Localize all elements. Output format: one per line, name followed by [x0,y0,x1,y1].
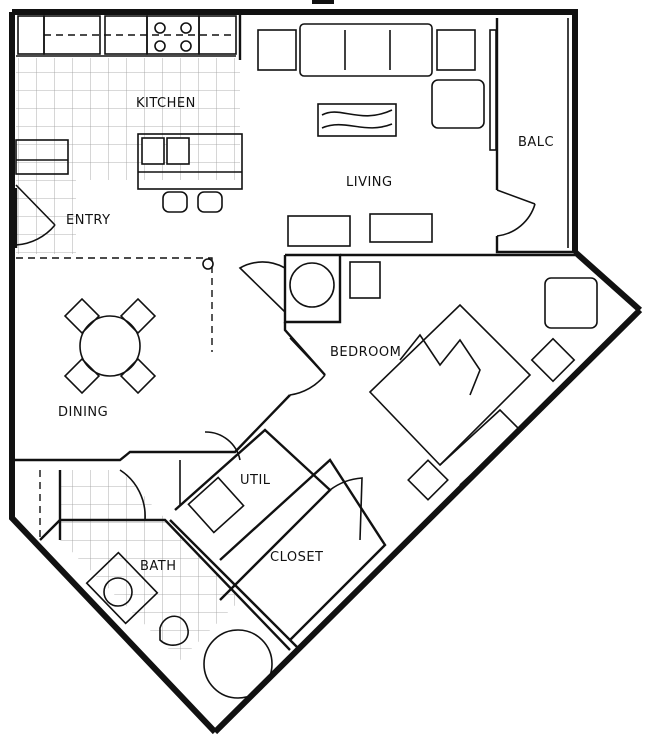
room-label-bedroom: BEDROOM [330,345,401,360]
bath-tile-floor [60,470,240,660]
dresser [439,408,522,486]
dining-table [79,315,141,377]
kitchen-cabinet-right [198,15,237,55]
wall-bath-inner [39,518,291,651]
exterior-wall-diagonal [212,307,643,735]
room-label-living: LIVING [346,175,393,190]
entry-tile-floor [16,180,76,254]
balcony-door-frame [489,29,497,151]
nightstand-lamp [349,261,381,299]
wall-closet [219,458,387,641]
bath-door-swing [119,469,146,521]
nightstand-bottom [407,459,449,501]
coat-closet-door [238,261,286,313]
wall-util [174,428,332,601]
wall-closet-bath [169,519,301,651]
bedroom-door-swing [289,337,326,396]
nightstand-top [530,337,576,383]
wall-dining-right [283,322,326,376]
bath-vanity [85,551,159,625]
wall-dining-lower [15,394,291,462]
kitchen-sink-right [166,137,190,165]
stove-burners [154,22,192,52]
kitchen-tile-floor [16,58,240,180]
round-side-table [289,262,335,308]
wall-living-balc-lower [495,236,575,254]
room-label-util: UTIL [240,473,271,488]
pendant-light [202,258,214,270]
closet-door-swing [329,477,363,541]
utility-washer [187,476,245,534]
balcony-rail-diag [581,257,633,305]
room-label-bath: BATH [140,559,177,574]
bed [368,303,532,467]
room-label-entry: ENTRY [66,213,111,228]
end-table-right [436,29,476,71]
bath-sink [103,577,133,607]
living-door-swing [496,189,536,237]
room-label-kitchen: KITCHEN [136,96,196,111]
armchair-bedroom [544,277,598,329]
kitchen-island [137,133,243,190]
exterior-wall-lower-left [9,12,218,735]
room-label-closet: CLOSET [270,550,324,565]
refrigerator [17,15,45,55]
toilet [159,615,189,646]
entry-door-swing [15,184,56,246]
bar-stool-1 [162,191,188,213]
coffee-table-pattern [321,109,393,129]
bar-stool-2 [197,191,223,213]
living-ottoman-left [287,215,351,247]
entry-closet [15,139,69,175]
bed-zigzag [399,333,481,396]
living-ottoman-right [369,213,433,243]
wall-coat-closet [283,253,342,324]
utility-door-swing [179,431,241,505]
end-table-left [257,29,297,71]
armchair-living [431,79,485,129]
sofa [299,23,433,77]
coffee-table [317,103,397,137]
dining-chairs [63,297,157,395]
room-label-dining: DINING [58,405,108,420]
dining-dash-boundary [16,257,213,352]
bathtub [203,629,273,699]
exterior-wall-top [12,9,578,252]
kitchen-sink-left [141,137,165,165]
room-label-balc: BALC [518,135,554,150]
north-marker [312,0,334,4]
